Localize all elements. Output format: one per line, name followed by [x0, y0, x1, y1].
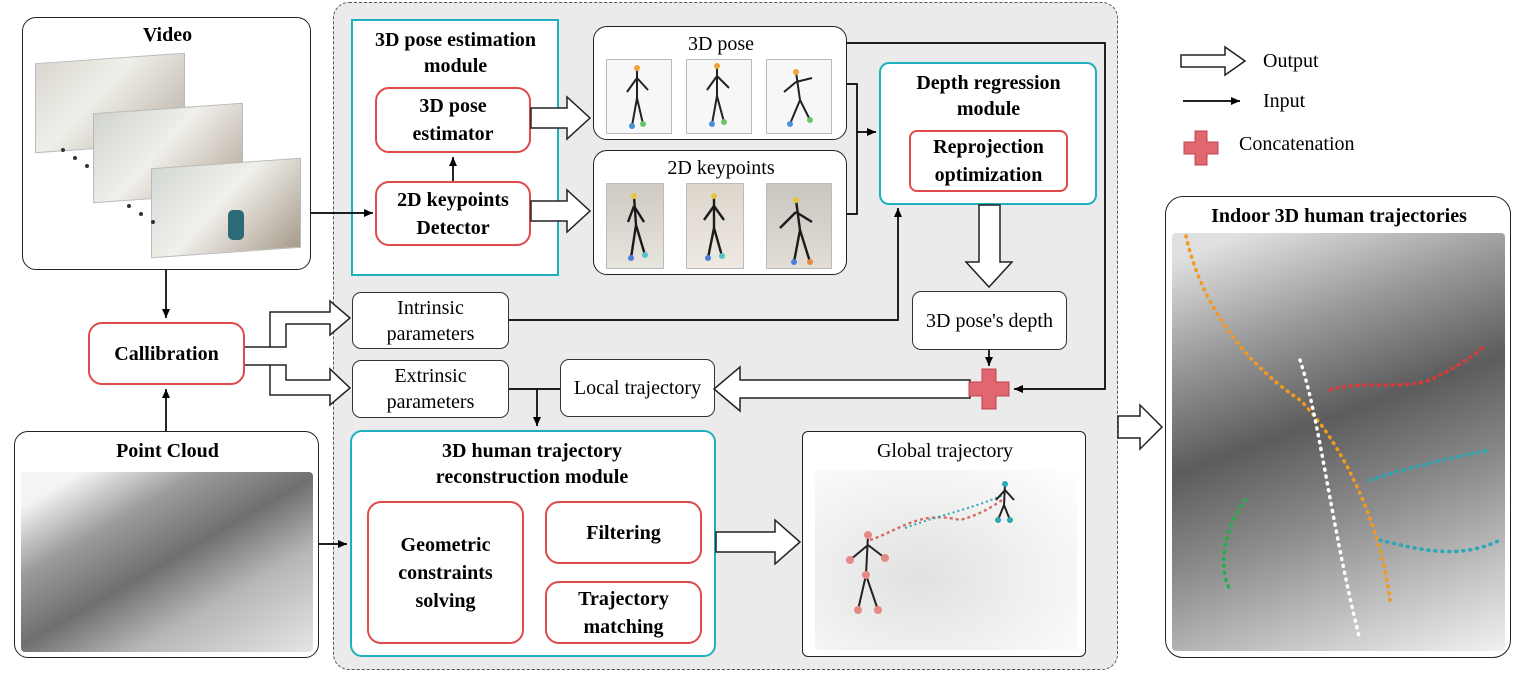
pose3d-panel: 3D pose [593, 26, 847, 140]
pose3d-thumb-2 [686, 59, 752, 134]
arrow-global-to-indoor [1117, 403, 1164, 451]
reprojection-box: Reprojection optimization [909, 130, 1068, 192]
indoor-trajectory-paths [1184, 234, 1502, 642]
keypoint-skeletons [626, 195, 813, 263]
legend-concat-label: Concatenation [1239, 133, 1355, 155]
geometric-constraints-box: Geometric constraints solving [367, 501, 524, 644]
keypoints2d-title: 2D keypoints [667, 157, 775, 179]
concat-cross [968, 368, 1010, 410]
keypoint-joints [628, 193, 813, 265]
legend-output-label: Output [1263, 50, 1319, 72]
indoor-title: Indoor 3D human trajectories [1211, 205, 1467, 227]
arrow-detector-to-keypoints [530, 188, 592, 234]
pose3d-skeletons [626, 66, 813, 127]
point-cloud-image [21, 472, 313, 652]
arrow-calib-to-intrinsic [245, 299, 352, 348]
point-cloud-panel: Point Cloud [14, 431, 319, 658]
trajectory-matching-box: Trajectory matching [545, 581, 702, 644]
video-panel: Video [22, 17, 311, 270]
arrow-recon-to-global [715, 518, 802, 566]
arrow-depth-down [964, 204, 1014, 289]
arrow-estimator-to-pose3d [530, 95, 592, 141]
video-title: Video [142, 24, 193, 46]
pose-depth-box: 3D pose's depth [912, 291, 1067, 350]
intrinsic-params-box: Intrinsic parameters [352, 292, 509, 349]
global-trajectory-title: Global trajectory [876, 440, 1014, 462]
arrow-calib-to-extrinsic [245, 364, 352, 407]
global-trajectory-image [815, 470, 1077, 650]
ellipsis-dots [59, 146, 159, 226]
pose-module-title: 3D pose estimation module [374, 29, 537, 77]
pose3d-title: 3D pose [687, 33, 755, 55]
filtering-box: Filtering [545, 501, 702, 564]
global-trajectory-figures [846, 481, 1015, 614]
local-trajectory-box: Local trajectory [560, 359, 715, 417]
calibration-box: Callibration [88, 322, 245, 385]
pose3d-joints [629, 63, 813, 129]
pose-estimator-box: 3D pose estimator [375, 87, 531, 153]
video-person [228, 210, 244, 240]
keypoints-detector-box: 2D keypoints Detector [375, 181, 531, 246]
legend-input-label: Input [1263, 90, 1306, 112]
global-trajectory-panel: Global trajectory [802, 431, 1086, 657]
legend-output-arrow [1180, 45, 1247, 77]
point-cloud-title: Point Cloud [116, 440, 219, 462]
recon-module-title: 3D human trajectory reconstruction modul… [435, 440, 629, 488]
legend-concat-cross [1183, 130, 1219, 166]
pose3d-thumb-1 [606, 59, 672, 134]
arrow-concat-to-local [712, 365, 971, 413]
extrinsic-params-box: Extrinsic parameters [352, 360, 509, 418]
depth-module-title: Depth regression module [916, 72, 1061, 120]
